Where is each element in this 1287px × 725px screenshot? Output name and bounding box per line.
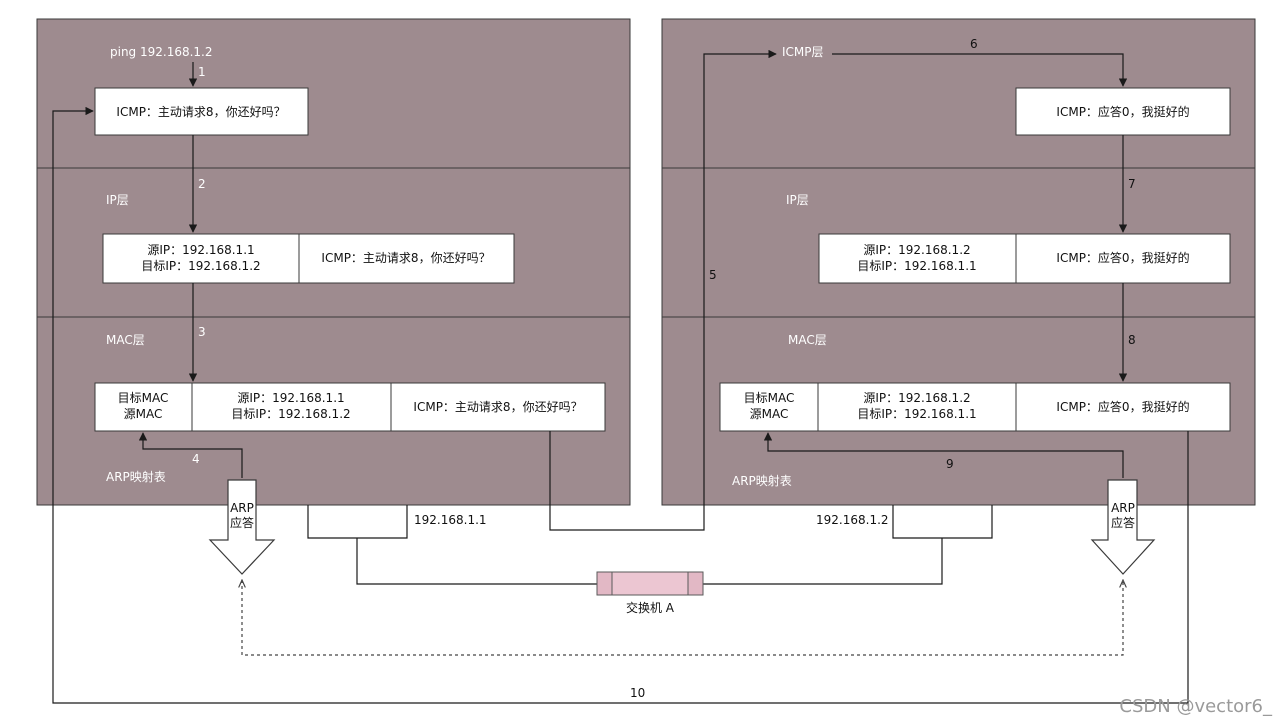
step-5-arrow (549, 49, 777, 531)
right-mac-dst: 目标MAC (744, 391, 795, 405)
right-arp-reply-line1: ARP (1111, 501, 1135, 515)
step-1-label: 1 (198, 65, 206, 79)
step-4-label: 4 (192, 452, 200, 466)
left-mac-src: 源MAC (124, 407, 163, 421)
step-10-label: 10 (630, 686, 645, 700)
step-5-label: 5 (709, 268, 717, 282)
right-mac-ip-src: 源IP：192.168.1.2 (863, 391, 970, 405)
right-network-port (892, 505, 993, 539)
right-mac-payload-box (1015, 382, 1231, 432)
left-mac-ip-dst: 目标IP：192.168.1.2 (231, 407, 350, 421)
right-mac-icmp: ICMP：应答0，我挺好的 (1056, 399, 1189, 414)
right-mac-src: 源MAC (750, 407, 789, 421)
left-arp-reply-line1: ARP (230, 501, 254, 515)
right-ip-dst: 目标IP：192.168.1.1 (857, 259, 976, 273)
left-mac-icmp: ICMP：主动请求8，你还好吗？ (413, 400, 582, 414)
arp-broadcast-path (242, 580, 1123, 656)
csdn-watermark: CSDN @vector6_ (1119, 696, 1273, 717)
step-3-label: 3 (198, 325, 206, 339)
right-ip-header-box (818, 233, 1017, 284)
right-ip-payload-box (1015, 233, 1231, 284)
left-mac-dst: 目标MAC (118, 391, 169, 405)
left-ip-layer-label: IP层 (106, 193, 129, 207)
left-cable (356, 538, 597, 585)
left-mac-layer-label: MAC层 (106, 333, 145, 347)
switch-a (596, 571, 704, 596)
step-9-arrow (763, 432, 1124, 478)
switch-a-left-cap (596, 571, 613, 596)
left-icmp-box (94, 87, 309, 136)
left-mac-ip-src: 源IP：192.168.1.1 (237, 391, 344, 405)
right-arp-table-label: ARP映射表 (732, 473, 792, 488)
left-mac-payload-box (390, 382, 606, 432)
left-ip-address: 192.168.1.1 (414, 513, 487, 527)
right-icmp-layer-label: ICMP层 (782, 45, 824, 59)
step-4-arrow (138, 432, 243, 478)
left-arp-reply-arrow (208, 479, 276, 575)
right-arp-reply-line2: 应答 (1111, 515, 1135, 530)
right-ip-src: 源IP：192.168.1.2 (863, 243, 970, 257)
right-ip-icmp: ICMP：应答0，我挺好的 (1056, 250, 1189, 265)
left-ip-header-box (102, 233, 300, 284)
step-6-arrow (832, 53, 1128, 87)
right-icmp-text: ICMP：应答0，我挺好的 (1056, 104, 1189, 119)
left-ip-icmp: ICMP：主动请求8，你还好吗？ (321, 251, 490, 265)
right-mac-ip-box (817, 382, 1017, 432)
step-2-label: 2 (198, 177, 206, 191)
right-icmp-box (1015, 87, 1231, 136)
left-ip-dst: 目标IP：192.168.1.2 (141, 259, 260, 273)
left-network-port (307, 505, 408, 539)
left-ip-payload-box (298, 233, 515, 284)
step-8-label: 8 (1128, 333, 1136, 347)
ping-command: ping 192.168.1.2 (110, 45, 213, 59)
right-arp-reply-arrow (1090, 479, 1156, 575)
left-icmp-text: ICMP：主动请求8，你还好吗？ (116, 105, 285, 119)
switch-label: 交换机 A (626, 600, 675, 615)
right-ip-layer-label: IP层 (786, 193, 809, 207)
right-mac-ip-dst: 目标IP：192.168.1.1 (857, 407, 976, 421)
step-6-label: 6 (970, 37, 978, 51)
step-7-label: 7 (1128, 177, 1136, 191)
left-mac-header-box (94, 382, 193, 432)
right-mac-layer-label: MAC层 (788, 333, 827, 347)
left-ip-src: 源IP：192.168.1.1 (147, 243, 254, 257)
left-arp-table-label: ARP映射表 (106, 469, 166, 484)
right-cable (703, 538, 943, 585)
step-9-label: 9 (946, 457, 954, 471)
left-arp-reply-line2: 应答 (230, 515, 254, 530)
switch-a-right-cap (687, 571, 704, 596)
step-10-arrow (52, 106, 1189, 704)
right-ip-address: 192.168.1.2 (816, 513, 889, 527)
